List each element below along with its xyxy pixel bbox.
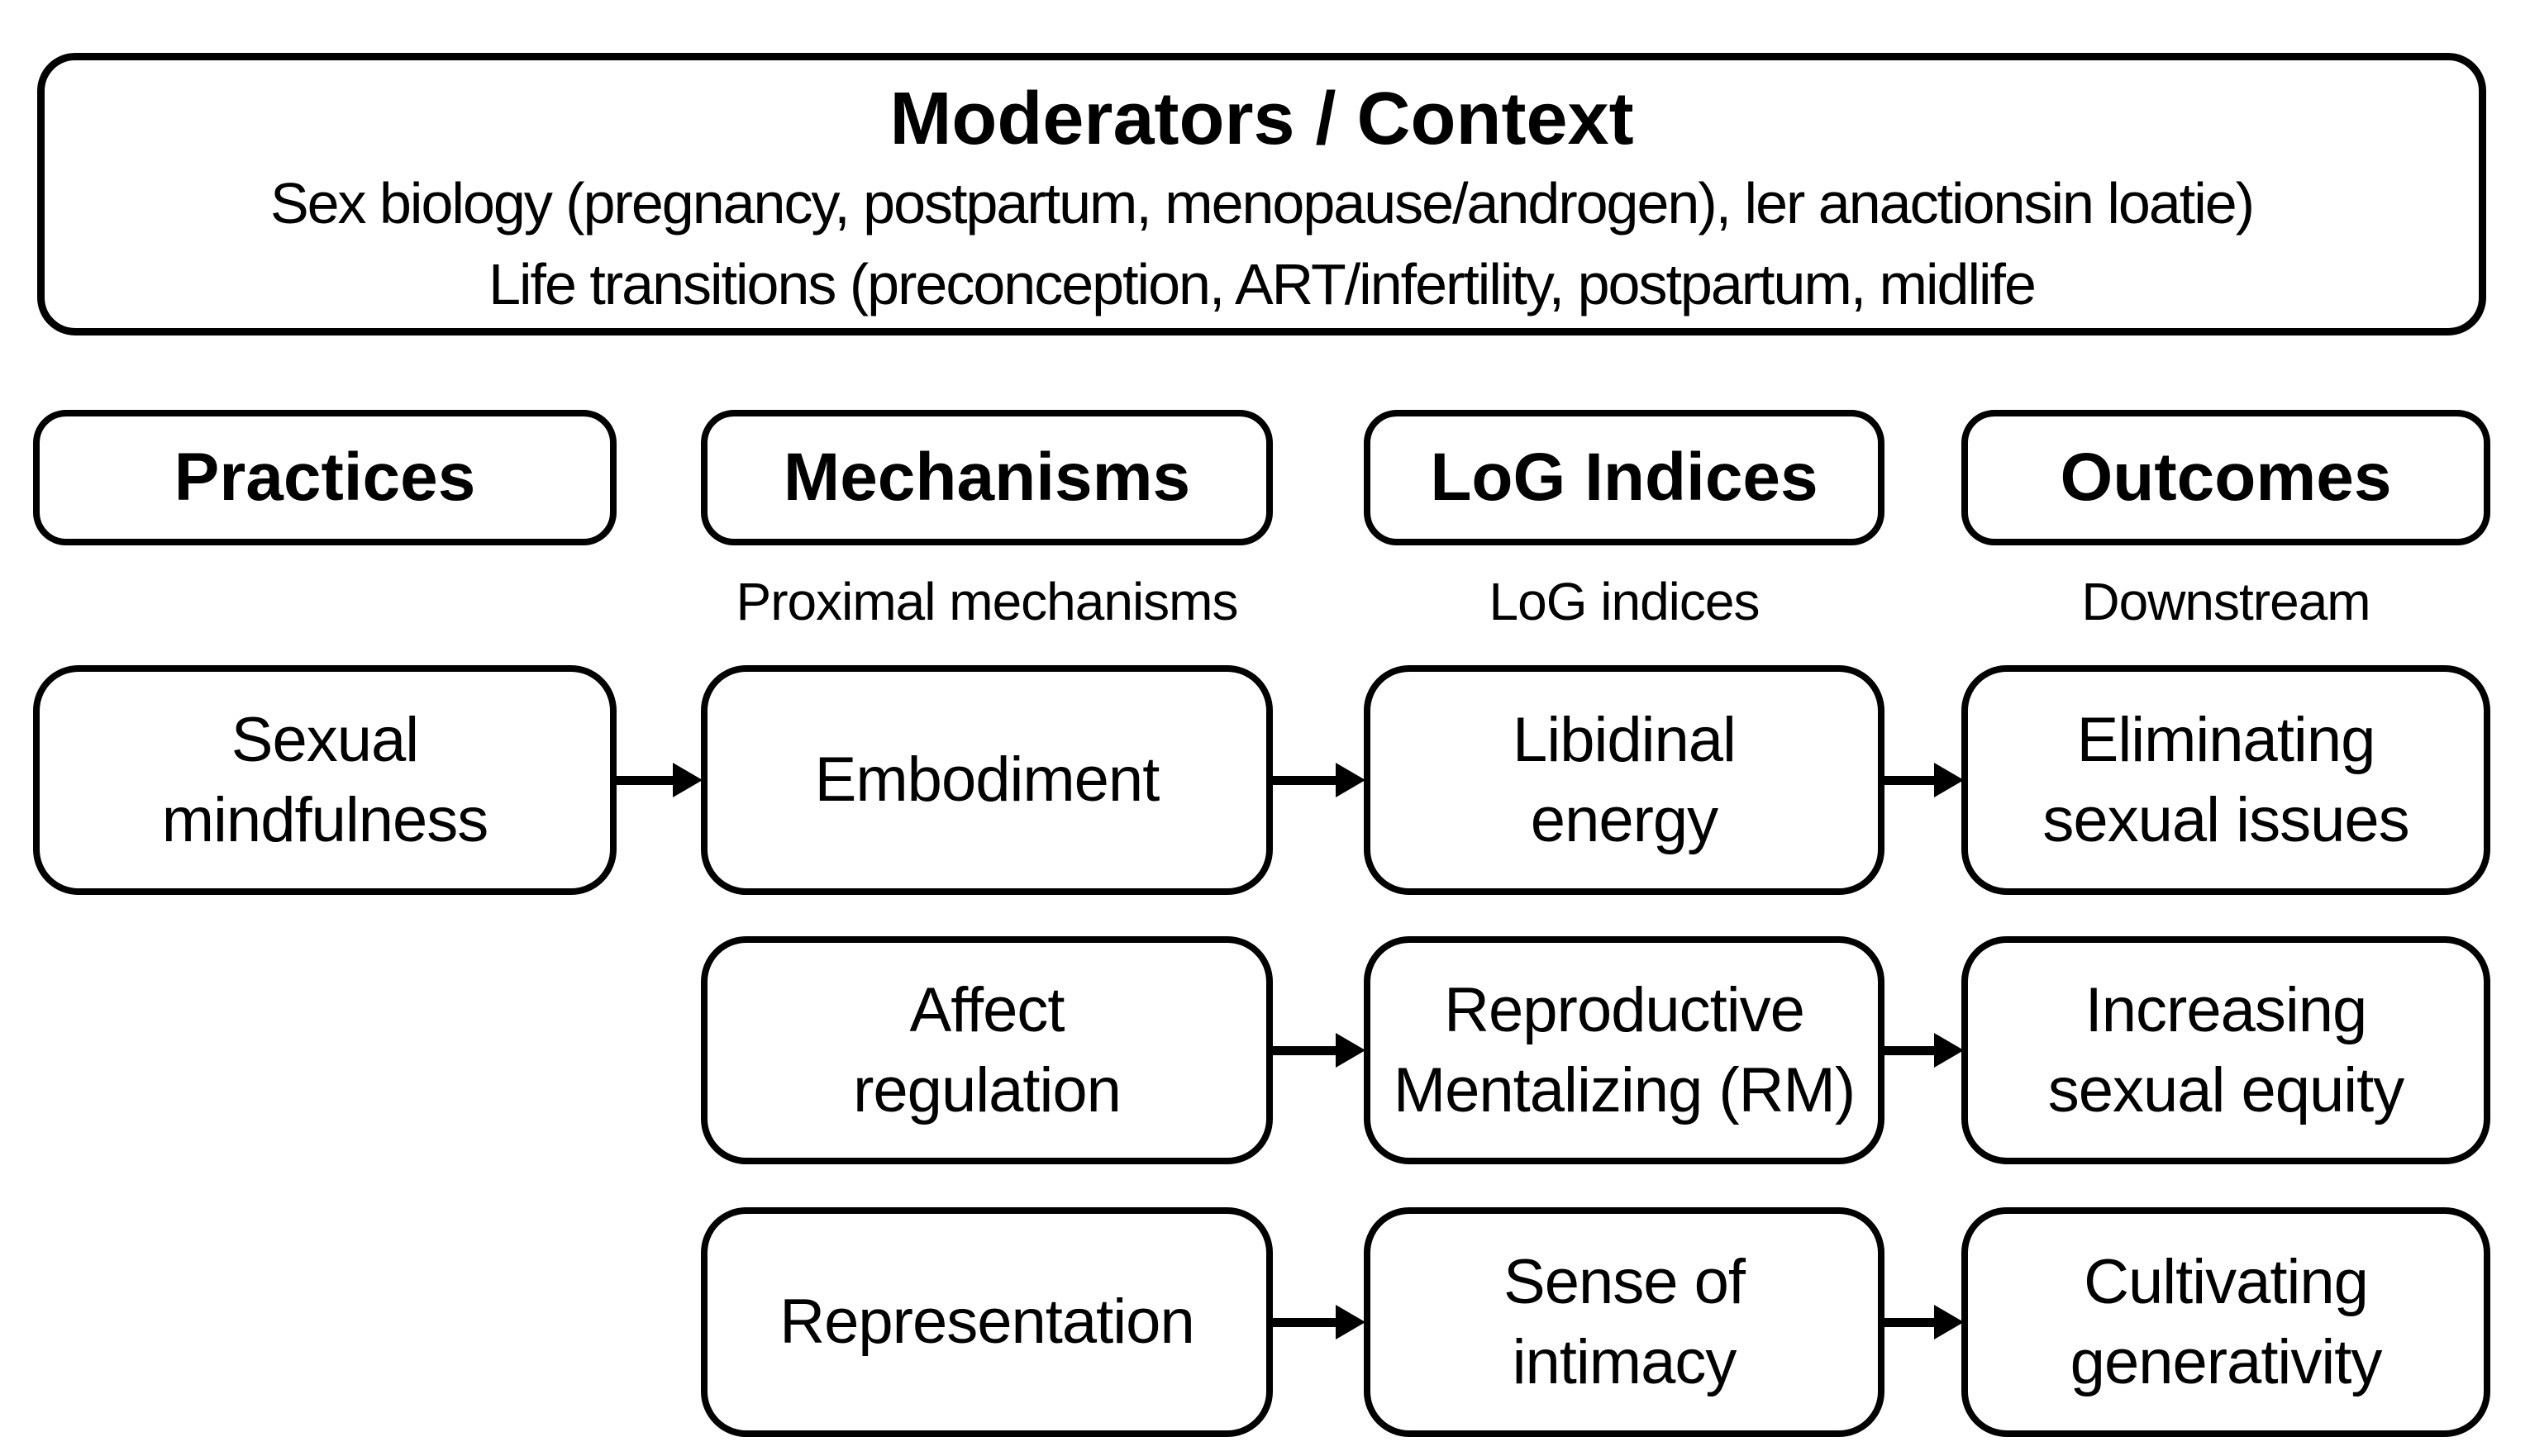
- column-header-practices: Practices: [33, 410, 617, 545]
- column-header-label: LoG Indices: [1430, 440, 1818, 515]
- column-header-mechanisms: Mechanisms: [701, 410, 1273, 545]
- column-sublabel-mechanisms: Proximal mechanisms: [736, 572, 1239, 631]
- arrow-head: [1336, 1305, 1365, 1339]
- column-sublabel-log-indices: LoG indices: [1489, 572, 1761, 631]
- column-header-log-indices: LoG Indices: [1364, 410, 1884, 545]
- node-embodiment: Embodiment: [701, 665, 1273, 895]
- column-header-label: Practices: [174, 440, 476, 515]
- moderators-line-2: Life transitions (preconception, ART/inf…: [488, 251, 2037, 316]
- node-representation: Representation: [701, 1207, 1273, 1437]
- arrow-shaft: [1883, 1317, 1934, 1327]
- arrow-right-icon: [615, 759, 703, 802]
- arrow-right-icon: [1271, 1029, 1365, 1072]
- arrow-shaft: [1271, 1317, 1336, 1327]
- node-eliminating-sexual-issues: Eliminating sexual issues: [1961, 665, 2490, 895]
- arrow-shaft: [1271, 775, 1336, 785]
- column-sublabel-outcomes: Downstream: [2081, 572, 2370, 631]
- arrow-head: [1934, 1033, 1964, 1068]
- column-header-label: Outcomes: [2060, 440, 2392, 515]
- node-label: Increasing sexual equity: [2047, 974, 2405, 1125]
- node-label: Reproductive Mentalizing (RM): [1393, 974, 1856, 1125]
- node-label: Cultivating generativity: [2070, 1246, 2383, 1397]
- node-sense-of-intimacy: Sense of intimacy: [1364, 1207, 1884, 1437]
- node-label: Eliminating sexual issues: [2042, 704, 2409, 855]
- arrow-right-icon: [1883, 1301, 1964, 1344]
- column-header-label: Mechanisms: [783, 440, 1191, 515]
- arrow-right-icon: [1271, 759, 1365, 802]
- node-label: Libidinal energy: [1513, 704, 1737, 855]
- node-reproductive-mentalizing: Reproductive Mentalizing (RM): [1364, 936, 1884, 1164]
- arrow-head: [673, 763, 703, 797]
- node-label: Sexual mindfulness: [161, 704, 489, 855]
- node-label: Embodiment: [814, 745, 1160, 816]
- node-affect-regulation: Affect regulation: [701, 936, 1273, 1164]
- arrow-shaft: [1883, 1045, 1934, 1055]
- arrow-head: [1336, 763, 1365, 797]
- node-cultivating-generativity: Cultivating generativity: [1961, 1207, 2490, 1437]
- node-label: Representation: [779, 1287, 1194, 1358]
- arrow-shaft: [1883, 775, 1934, 785]
- column-header-outcomes: Outcomes: [1961, 410, 2490, 545]
- node-libidinal-energy: Libidinal energy: [1364, 665, 1884, 895]
- node-increasing-sexual-equity: Increasing sexual equity: [1961, 936, 2490, 1164]
- moderators-line-1: Sex biology (pregnancy, postpartum, meno…: [269, 170, 2255, 236]
- arrow-right-icon: [1883, 1029, 1964, 1072]
- arrow-head: [1934, 1305, 1964, 1339]
- arrow-right-icon: [1271, 1301, 1365, 1344]
- node-sexual-mindfulness: Sexual mindfulness: [33, 665, 617, 895]
- arrow-right-icon: [1883, 759, 1964, 802]
- node-label: Sense of intimacy: [1503, 1246, 1746, 1397]
- moderators-context-box: Moderators / Context Sex biology (pregna…: [37, 53, 2486, 335]
- arrow-head: [1934, 763, 1964, 797]
- arrow-shaft: [1271, 1045, 1336, 1055]
- arrow-shaft: [615, 775, 673, 785]
- node-label: Affect regulation: [853, 974, 1122, 1125]
- moderators-title: Moderators / Context: [889, 78, 1634, 160]
- arrow-head: [1336, 1033, 1365, 1068]
